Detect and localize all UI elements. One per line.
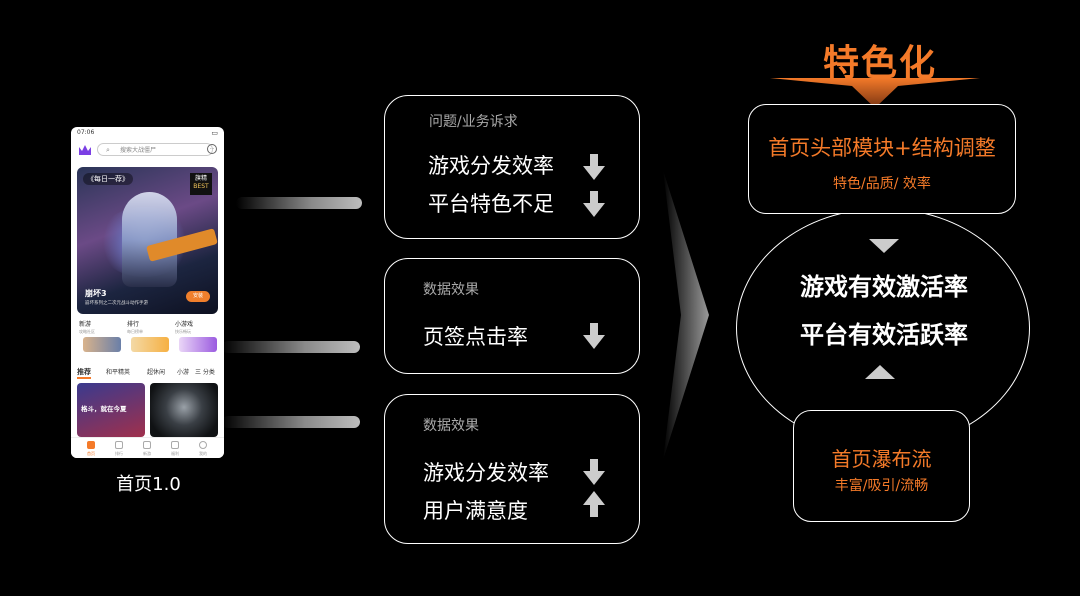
core-metrics-circle: 游戏有效激活率 平台有效活跃率 xyxy=(736,208,1030,448)
tab-peace-elite[interactable]: 和平精英 xyxy=(106,369,131,376)
phone-status-bar: 07:06 ▭ xyxy=(71,127,224,139)
nav-rank[interactable]: 排行 xyxy=(115,451,123,456)
distribution-efficiency: 游戏分发效率 xyxy=(423,461,549,485)
chevron-right-icon xyxy=(663,170,709,460)
rank-icon[interactable] xyxy=(115,441,123,449)
arrow-down-icon xyxy=(583,191,605,217)
bottom-sub: 丰富/吸引/流畅 xyxy=(834,478,929,494)
connector-bar-2 xyxy=(222,341,360,353)
hero-banner[interactable]: 《每日一荐》 旗精 BEST 崩坏3 崩坏系列之二次元战斗动作手游 安装 xyxy=(77,167,218,314)
gift-icon[interactable] xyxy=(171,441,179,449)
data-effect-label: 数据效果 xyxy=(423,418,479,434)
category-title: 新游 xyxy=(79,321,92,328)
problem-line2: 平台特色不足 xyxy=(428,192,554,216)
game-card-text: 格斗，就在今夏 xyxy=(81,405,127,413)
triangle-up-icon xyxy=(865,365,895,379)
battery-icon: ▭ xyxy=(211,129,218,137)
header-module-box: 首页头部模块+结构调整 特色/品质/ 效率 xyxy=(748,104,1016,214)
arrow-up-icon xyxy=(583,491,605,517)
home-icon[interactable] xyxy=(87,441,95,449)
game-card[interactable] xyxy=(150,383,218,437)
arrow-down-icon xyxy=(583,154,605,180)
arrow-down-icon xyxy=(583,459,605,485)
connector-bar-1 xyxy=(236,197,362,209)
data-effect-label: 数据效果 xyxy=(423,282,479,298)
connector-bar-3 xyxy=(222,416,360,428)
nav-welfare[interactable]: 福利 xyxy=(171,451,179,456)
right-title: 特色化 xyxy=(822,43,937,84)
phone-tabs: 推荐 和平精英 超休闲 小游 三 分类 xyxy=(77,365,218,379)
status-time: 07:06 xyxy=(77,129,95,136)
center-line1: 游戏有效激活率 xyxy=(800,273,968,301)
badge-line1: 旗精 xyxy=(194,175,207,182)
waterfall-box: 首页瀑布流 丰富/吸引/流畅 xyxy=(793,410,970,522)
profile-icon[interactable] xyxy=(199,441,207,449)
category-new[interactable]: 新游 攻略社区 xyxy=(79,319,125,357)
tab-category[interactable]: 三 分类 xyxy=(195,369,215,376)
category-minigame[interactable]: 小游戏 快乐畅玩 xyxy=(175,319,221,357)
hero-subtitle: 崩坏系列之二次元战斗动作手游 xyxy=(85,301,148,306)
problem-label: 问题/业务诉求 xyxy=(429,114,518,130)
problem-line1: 游戏分发效率 xyxy=(428,154,554,178)
phone-bottom-nav: 首页 排行 新游 福利 我的 xyxy=(71,437,224,458)
category-sub: 快乐畅玩 xyxy=(175,329,191,334)
top-sub: 特色/品质/ 效率 xyxy=(833,176,931,192)
install-button[interactable]: 安装 xyxy=(186,291,210,302)
hero-title: 崩坏3 xyxy=(85,289,107,298)
arrow-down-icon xyxy=(583,323,605,349)
bottom-main: 首页瀑布流 xyxy=(831,447,932,471)
hero-badge: 旗精 BEST xyxy=(190,173,212,195)
data-effect-box-1: 数据效果 页签点击率 xyxy=(384,258,640,374)
nav-new[interactable]: 新游 xyxy=(143,451,151,456)
top-main: 首页头部模块+结构调整 xyxy=(768,136,996,160)
category-sub: 攻略社区 xyxy=(79,329,95,334)
search-icon: ⌕ xyxy=(106,146,110,154)
phone-label: 首页1.0 xyxy=(116,474,181,495)
nav-mine[interactable]: 我的 xyxy=(199,451,207,456)
problem-box: 问题/业务诉求 游戏分发效率 平台特色不足 xyxy=(384,95,640,239)
center-line2: 平台有效活跃率 xyxy=(800,321,968,349)
tab-mini[interactable]: 小游 xyxy=(177,369,190,376)
nav-home[interactable]: 首页 xyxy=(87,451,95,456)
funnel-arrow-icon xyxy=(770,78,980,108)
category-sub: 每日榜单 xyxy=(127,329,143,334)
category-title: 排行 xyxy=(127,321,140,328)
search-placeholder: 搜索大战僵尸 xyxy=(120,147,157,154)
search-input[interactable]: ⌕ 搜索大战僵尸 xyxy=(97,143,213,156)
tab-casual[interactable]: 超休闲 xyxy=(147,369,166,376)
tab-click-rate: 页签点击率 xyxy=(423,325,528,349)
triangle-down-icon xyxy=(869,239,899,253)
category-title: 小游戏 xyxy=(175,321,194,328)
new-icon[interactable] xyxy=(143,441,151,449)
game-card[interactable]: 格斗，就在今夏 xyxy=(77,383,145,437)
phone-mockup: 07:06 ▭ ⌕ 搜索大战僵尸 ··· 《每日一荐》 旗精 BEST 崩坏3 … xyxy=(71,127,224,458)
hero-tag: 《每日一荐》 xyxy=(83,173,133,185)
message-icon[interactable]: ··· xyxy=(207,144,217,154)
data-effect-box-2: 数据效果 游戏分发效率 用户满意度 xyxy=(384,394,640,544)
user-satisfaction: 用户满意度 xyxy=(423,499,528,523)
category-rank[interactable]: 排行 每日榜单 xyxy=(127,319,173,357)
tab-recommend[interactable]: 推荐 xyxy=(77,367,91,379)
badge-line2: BEST xyxy=(193,183,209,190)
crown-logo-icon xyxy=(79,145,91,155)
